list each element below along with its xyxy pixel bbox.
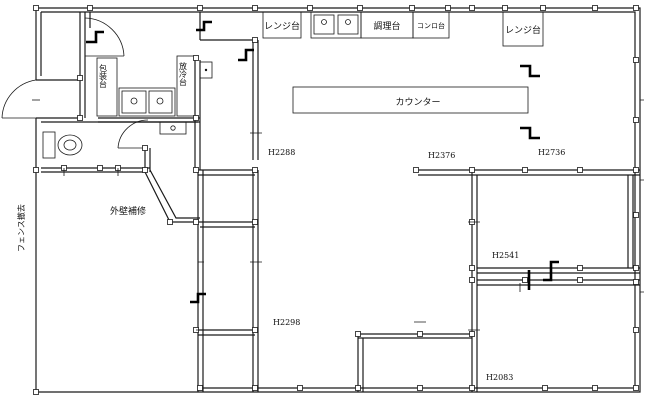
label-prep-table: 調理台 — [373, 20, 400, 32]
post — [167, 219, 173, 225]
post — [252, 385, 258, 391]
post — [193, 167, 199, 173]
post — [633, 117, 639, 123]
post — [252, 219, 258, 225]
label-counter: カウンター — [395, 97, 440, 108]
post — [33, 389, 39, 395]
post — [413, 167, 419, 173]
post — [252, 167, 258, 173]
post — [297, 385, 303, 391]
label-h2541: H2541 — [492, 251, 519, 260]
post — [592, 5, 598, 11]
post — [469, 265, 475, 271]
post — [252, 5, 258, 11]
post — [469, 277, 475, 283]
post — [577, 265, 583, 271]
post — [469, 331, 475, 337]
stove-table — [412, 11, 450, 39]
post — [193, 219, 199, 225]
interior-walls — [41, 12, 640, 392]
post — [355, 385, 361, 391]
toilet — [42, 131, 83, 159]
post — [540, 5, 546, 11]
label-h2288: H2288 — [268, 148, 295, 157]
post — [633, 385, 639, 391]
outer-walls — [35, 7, 641, 393]
post — [33, 167, 39, 173]
post — [193, 55, 199, 61]
post — [252, 37, 258, 43]
post — [193, 115, 199, 121]
post — [142, 145, 148, 151]
counter-bar — [292, 86, 529, 114]
label-h2083: H2083 — [486, 373, 513, 382]
post — [522, 167, 528, 173]
wash-basin — [159, 121, 187, 135]
fixtures — [42, 11, 544, 159]
post — [592, 385, 598, 391]
serving-table — [176, 55, 196, 117]
label-h2736: H2736 — [538, 148, 565, 157]
range-table-2 — [502, 11, 544, 47]
post — [469, 167, 475, 173]
post — [633, 57, 639, 63]
post — [417, 385, 423, 391]
post — [522, 277, 528, 283]
post — [633, 265, 639, 271]
post — [142, 167, 148, 173]
entrance-door — [1, 79, 40, 119]
post — [577, 277, 583, 283]
post — [633, 279, 639, 285]
post — [469, 385, 475, 391]
double-sink — [118, 87, 176, 117]
post — [97, 165, 103, 171]
label-wrapping-table: 包装台 — [99, 63, 108, 89]
label-range-table-2: レンジ台 — [505, 24, 541, 36]
post — [77, 115, 83, 121]
post — [197, 5, 203, 11]
post — [445, 5, 451, 11]
label-h2376: H2376 — [428, 151, 455, 160]
post — [633, 167, 639, 173]
post — [33, 5, 39, 11]
bracket-marks — [86, 20, 559, 304]
label-stove-table: コンロ台 — [417, 21, 445, 30]
posts — [33, 5, 639, 395]
tick-marks — [63, 99, 644, 331]
post — [357, 5, 363, 11]
post — [469, 5, 475, 11]
post — [77, 75, 83, 81]
post — [633, 327, 639, 333]
post — [252, 327, 258, 333]
post — [502, 5, 508, 11]
post — [577, 167, 583, 173]
post — [87, 5, 93, 11]
post — [197, 385, 203, 391]
label-range-table-1: レンジ台 — [264, 20, 300, 32]
post — [307, 5, 313, 11]
label-serving-table: 放冷台 — [179, 61, 188, 87]
post — [542, 385, 548, 391]
post — [633, 212, 639, 218]
post — [355, 331, 361, 337]
label-fence: フェンス撤去 — [16, 204, 26, 252]
label-h2298: H2298 — [273, 318, 300, 327]
wrapping-table — [96, 57, 118, 117]
label-exterior-repair: 外壁補修 — [110, 205, 146, 217]
post — [417, 331, 423, 337]
post — [633, 5, 639, 11]
room-labels: レンジ台 調理台 コンロ台 レンジ台 カウンター 包装台 放冷台 外壁補修 フェ… — [16, 20, 565, 382]
range-table-1 — [262, 11, 302, 39]
post — [409, 5, 415, 11]
